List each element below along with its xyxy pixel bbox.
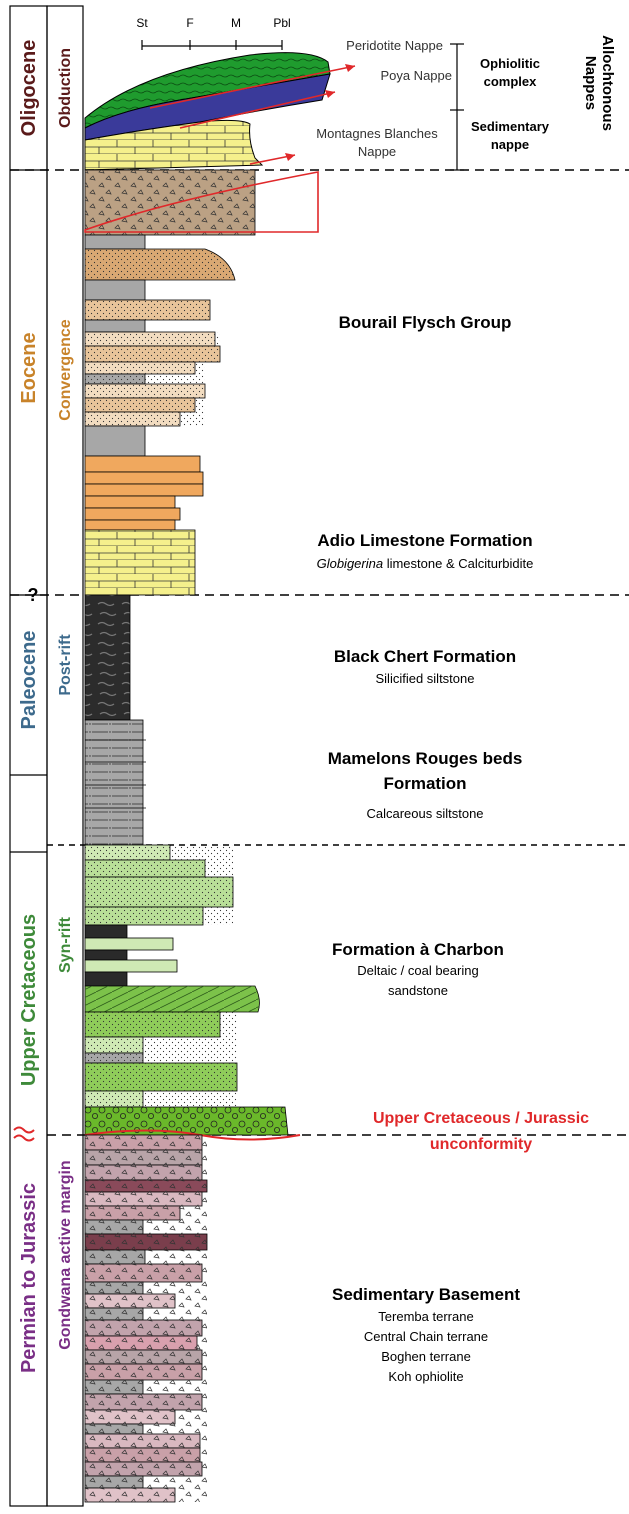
stage-post-rift: Post-rift bbox=[57, 634, 74, 696]
label-poya-nappe: Poya Nappe bbox=[380, 68, 452, 83]
adio-limestone-bed bbox=[84, 529, 196, 596]
label-adio-sub-italic: Globigerina bbox=[317, 556, 384, 571]
label-chert-title: Black Chert Formation bbox=[334, 647, 516, 666]
label-charbon-title: Formation à Charbon bbox=[332, 940, 504, 959]
label-sedimentary-nappe-1: Sedimentary bbox=[471, 119, 550, 134]
epoch-paleocene: Paleocene bbox=[18, 631, 40, 730]
epoch-oligocene: Oligocene bbox=[18, 40, 40, 137]
basal-conglomerate-bed bbox=[84, 1106, 289, 1136]
time-scale-frame bbox=[9, 5, 84, 1507]
label-charbon-sub-2: sandstone bbox=[388, 983, 448, 998]
stage-syn-rift: Syn-rift bbox=[57, 916, 74, 973]
label-allochtonous-1: Allochtonous bbox=[599, 35, 616, 131]
label-sedimentary-nappe-2: nappe bbox=[491, 137, 529, 152]
scale-label-f: F bbox=[186, 16, 193, 30]
nappe-stack bbox=[84, 52, 356, 171]
label-unconformity-1: Upper Cretaceous / Jurassic bbox=[373, 1110, 589, 1127]
epoch-upper-cretaceous: Upper Cretaceous bbox=[18, 914, 40, 1086]
stage-obduction: Obduction bbox=[57, 48, 74, 128]
label-ophiolitic-2: complex bbox=[484, 74, 538, 89]
label-allochtonous-2: Nappes bbox=[582, 56, 599, 110]
nappe-brackets bbox=[450, 43, 464, 171]
label-mamelons-title-2: Formation bbox=[383, 774, 466, 793]
label-montagnes-line2: Nappe bbox=[358, 144, 396, 159]
basement-beds bbox=[84, 1134, 208, 1503]
bourail-flysch-beds bbox=[84, 169, 319, 531]
label-adio-sub: Globigerina limestone & Calciturbidite bbox=[317, 556, 534, 571]
scale-label-m: M bbox=[231, 16, 241, 30]
uncertain-boundary-marker: ? bbox=[28, 585, 39, 605]
label-unconformity-2: unconformity bbox=[430, 1136, 532, 1153]
black-chert-bed bbox=[84, 594, 131, 721]
label-peridotite-nappe: Peridotite Nappe bbox=[346, 38, 443, 53]
label-montagnes-line1: Montagnes Blanches bbox=[316, 126, 438, 141]
label-chert-sub: Silicified siltstone bbox=[376, 671, 475, 686]
label-adio-sub-rest: limestone & Calciturbidite bbox=[383, 556, 533, 571]
label-basement-sub-2: Central Chain terrane bbox=[364, 1329, 488, 1344]
label-basement-sub-1: Teremba terrane bbox=[378, 1309, 473, 1324]
label-basement-sub-3: Boghen terrane bbox=[381, 1349, 471, 1364]
grain-size-scale bbox=[141, 40, 283, 50]
label-charbon-sub-1: Deltaic / coal bearing bbox=[357, 963, 478, 978]
scale-label-st: St bbox=[136, 16, 148, 30]
stage-gondwana: Gondwana active margin bbox=[57, 1160, 74, 1349]
label-bourail-flysch: Bourail Flysch Group bbox=[339, 313, 512, 332]
epoch-eocene: Eocene bbox=[18, 332, 40, 403]
epoch-permian-jurassic: Permian to Jurassic bbox=[18, 1183, 40, 1373]
scale-label-pbl: Pbl bbox=[273, 16, 290, 30]
charbon-beds bbox=[84, 844, 289, 1136]
unconformity-break-icon bbox=[13, 1126, 35, 1142]
label-adio-title: Adio Limestone Formation bbox=[317, 531, 532, 550]
label-mamelons-sub: Calcareous siltstone bbox=[366, 806, 483, 821]
mamelons-rouges-beds bbox=[84, 719, 146, 846]
montagnes-blanches-nappe bbox=[84, 119, 264, 171]
label-mamelons-title-1: Mamelons Rouges beds bbox=[328, 749, 523, 768]
label-basement-title: Sedimentary Basement bbox=[332, 1285, 520, 1304]
label-ophiolitic-1: Ophiolitic bbox=[480, 56, 540, 71]
stage-convergence: Convergence bbox=[57, 319, 74, 420]
label-basement-sub-4: Koh ophiolite bbox=[388, 1369, 463, 1384]
